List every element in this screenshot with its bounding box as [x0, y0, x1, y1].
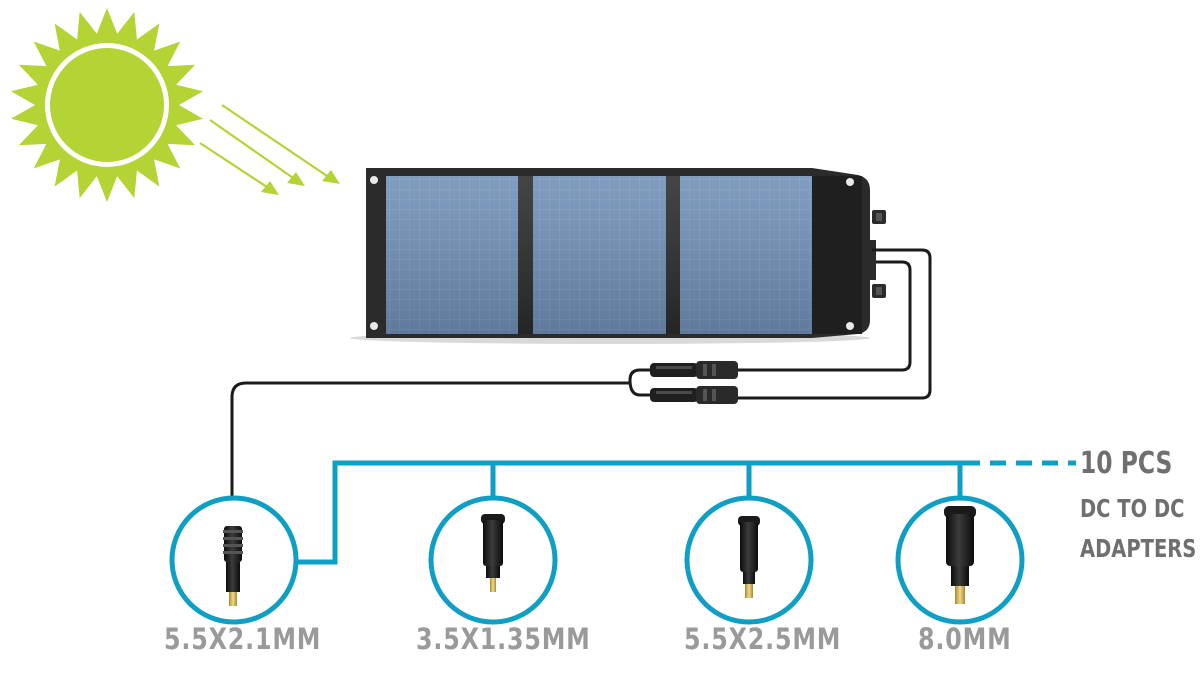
sun-icon: [11, 8, 203, 202]
dc-plug-icon: [944, 506, 976, 604]
adapter-label-3: 5.5X2.5MM: [684, 622, 842, 656]
solar-panel-icon: [350, 168, 886, 344]
adapter-label-4: 8.0MM: [918, 622, 1012, 656]
callout-line3: ADAPTERS: [1080, 534, 1197, 563]
adapter-label-1: 5.5X2.1MM: [164, 622, 322, 656]
dc-plug-icon: [223, 526, 243, 606]
mc4-connector-icon: [650, 361, 738, 404]
adapter-circles: [169, 495, 1025, 625]
adapter-label-2: 3.5X1.35MM: [416, 622, 591, 656]
panel-cables: [230, 248, 932, 496]
dc-plug-icon: [738, 516, 760, 598]
adapter-connector-lines: [296, 460, 1076, 565]
callout-count: 10 PCS: [1080, 446, 1173, 481]
callout-line2: DC TO DC: [1080, 494, 1185, 523]
dc-plug-icon: [481, 514, 505, 592]
light-ray-arrow-icon: [199, 104, 340, 195]
